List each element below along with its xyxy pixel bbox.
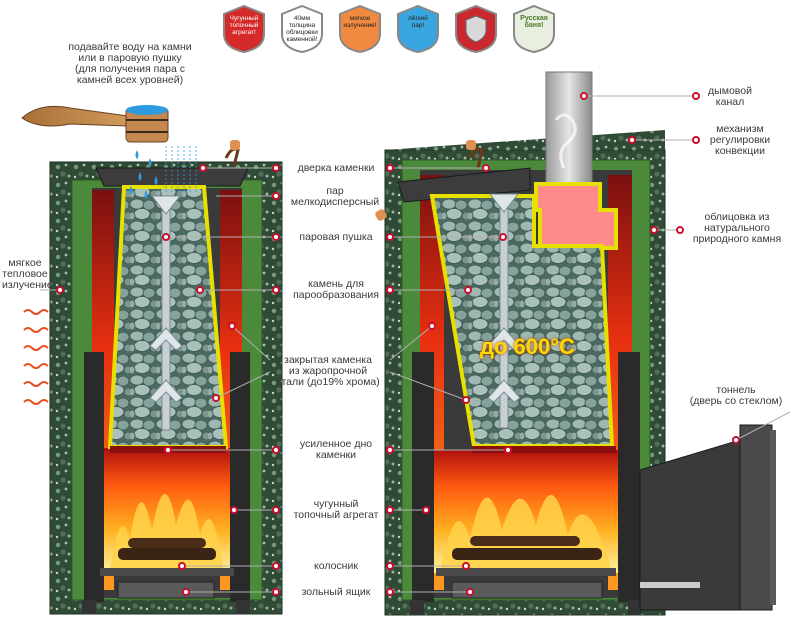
tunnel-glass-door xyxy=(739,424,773,611)
label-chimney: дымовой канал xyxy=(708,85,752,108)
badge-shape xyxy=(281,4,323,54)
badge-label: Чугунный топочный агрегат! xyxy=(229,15,259,36)
badge-cast-iron: Чугунный топочный агрегат! xyxy=(220,4,268,54)
heat-waves xyxy=(23,309,49,405)
label-cladding: облицовка из натурального природного кам… xyxy=(692,211,782,245)
label-stone-door: дверка каменки xyxy=(297,162,375,174)
label-stones: камень для парообразования xyxy=(293,278,379,301)
badge-cladding-thickness: 40мм толщина облицовки каменной! xyxy=(278,4,326,54)
right-stove xyxy=(375,71,776,616)
badge-label: мягкое излучение! xyxy=(343,15,377,29)
left-stove xyxy=(49,140,283,615)
left-grate xyxy=(100,568,234,576)
right-ash-box xyxy=(451,581,603,599)
ladle-illustration xyxy=(21,105,197,199)
badge-shape xyxy=(397,4,439,54)
water-drops xyxy=(129,150,158,199)
label-grate: колосник xyxy=(314,560,358,572)
label-steam-gun: паровая пушка xyxy=(299,231,373,243)
right-top-cap xyxy=(397,167,531,203)
convection-mechanism xyxy=(534,182,618,250)
badge-russian-bath: Русская баня! xyxy=(510,4,558,54)
badge-label: 40мм толщина облицовки каменной! xyxy=(286,15,318,43)
badge-shape xyxy=(339,4,381,54)
label-closed-heater: закрытая каменка из жаропрочной стали (д… xyxy=(276,354,380,388)
temperature-label: до 600°C xyxy=(480,334,575,359)
label-fine-steam: пар мелкодисперсный xyxy=(290,185,380,208)
badge-label: лёгкий пар! xyxy=(408,15,428,29)
right-heater-bottom xyxy=(472,446,616,453)
badge-soft-radiation: мягкое излучение! xyxy=(336,4,384,54)
label-tunnel: тоннель (дверь со стеклом) xyxy=(689,384,783,407)
label-water-hint: подавайте воду на камни или в паровую пу… xyxy=(68,41,192,86)
left-ash-box xyxy=(117,581,215,599)
badge-shape xyxy=(223,4,265,54)
label-ash-box: зольный ящик xyxy=(301,586,371,598)
badge-label: Русская баня! xyxy=(520,15,548,29)
label-heater-bottom: усиленное дно каменки xyxy=(299,438,373,461)
label-cast-iron-firebox: чугунный топочный агрегат xyxy=(293,498,379,521)
right-grate xyxy=(436,568,616,576)
chimney-pipe xyxy=(545,71,593,185)
shield-icon xyxy=(465,15,487,43)
leader-lines xyxy=(40,95,791,593)
badge-shape xyxy=(513,4,555,54)
badge-light-steam: лёгкий пар! xyxy=(394,4,442,54)
label-convection: механизм регулировки конвекции xyxy=(709,123,771,157)
label-dots xyxy=(56,92,740,596)
label-soft-heat: мягкое тепловое излучение xyxy=(2,257,53,291)
badge-shield xyxy=(452,4,500,54)
left-top-cap xyxy=(95,167,249,187)
